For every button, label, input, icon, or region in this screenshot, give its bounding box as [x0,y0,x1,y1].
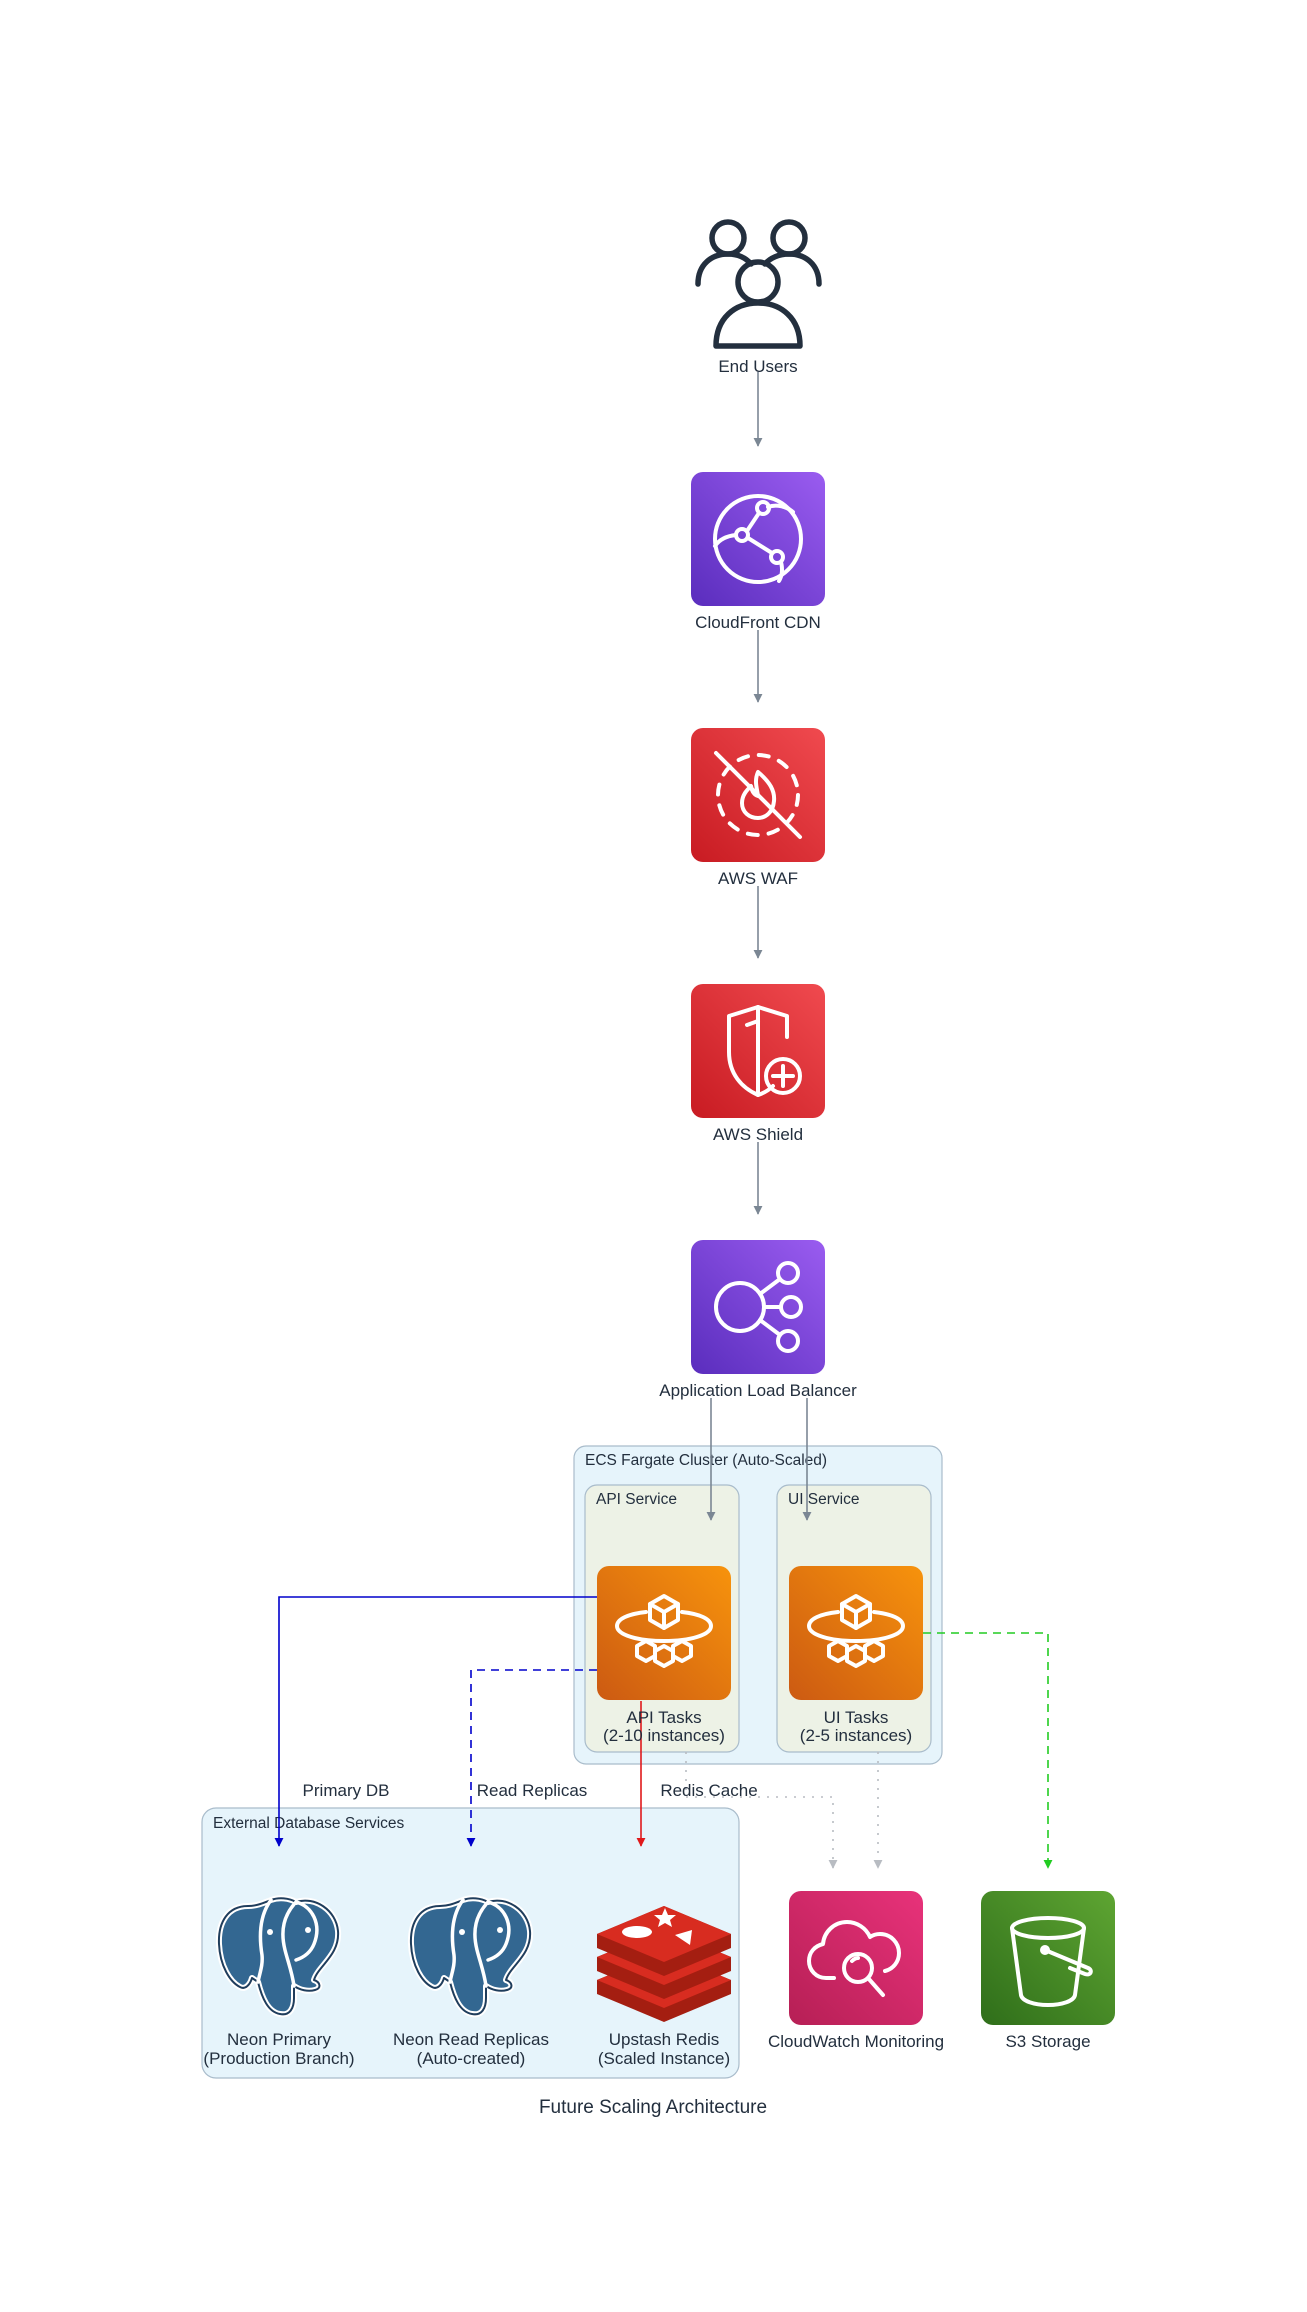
node-neon-replicas[interactable]: Neon Read Replicas (Auto-created) [393,1895,549,2068]
node-neon-replicas-label-line1: Neon Read Replicas [393,2030,549,2049]
redis-icon [597,1906,731,2022]
node-cloudwatch-label: CloudWatch Monitoring [768,2032,944,2051]
postgresql-icon [407,1895,534,2018]
waf-icon [714,751,802,839]
edges: Primary DB Read Replicas Redis Cache [274,372,1053,1869]
cloudfront-icon [713,494,803,584]
edge-api-neon-primary [274,1596,597,1847]
node-end-users-label: End Users [718,357,797,376]
node-alb[interactable]: Application Load Balancer [659,1240,857,1400]
fargate-icon [807,1594,905,1668]
postgresql-icon [215,1895,342,2018]
node-neon-primary[interactable]: Neon Primary (Production Branch) [203,1895,355,2068]
node-redis[interactable]: Upstash Redis (Scaled Instance) [597,1906,731,2068]
edge-ui-s3 [923,1632,1053,1869]
node-s3[interactable]: S3 Storage [981,1891,1115,2051]
users-icon [695,219,822,349]
edge-api-cloudwatch [685,1752,838,1869]
diagram-title: Future Scaling Architecture [539,2097,767,2118]
node-s3-label: S3 Storage [1005,2032,1090,2051]
edge-label-read-replicas: Read Replicas [477,1781,588,1800]
node-alb-label: Application Load Balancer [659,1381,857,1400]
node-cloudfront-label: CloudFront CDN [695,613,821,632]
node-ui-tasks[interactable]: UI Tasks (2-5 instances) [789,1566,923,1745]
s3-bucket-icon [1010,1916,1093,2007]
node-neon-primary-label-line2: (Production Branch) [203,2049,354,2068]
node-api-tasks[interactable]: API Tasks (2-10 instances) [597,1566,731,1745]
edge-api-neon-replicas [466,1669,597,1847]
node-redis-label-line2: (Scaled Instance) [598,2049,730,2068]
node-end-users[interactable]: End Users [695,219,822,376]
node-cloudwatch[interactable]: CloudWatch Monitoring [768,1891,944,2051]
cloudwatch-icon [807,1920,901,1997]
node-waf[interactable]: AWS WAF [691,728,825,888]
node-api-tasks-label-line1: API Tasks [626,1708,701,1727]
load-balancer-icon [714,1261,803,1353]
fargate-icon [615,1594,713,1668]
node-ui-tasks-label-line1: UI Tasks [824,1708,889,1727]
node-api-tasks-label-line2: (2-10 instances) [603,1726,725,1745]
node-shield[interactable]: AWS Shield [691,984,825,1144]
node-redis-label-line1: Upstash Redis [609,2030,720,2049]
shield-icon [727,1005,802,1097]
node-ui-tasks-label-line2: (2-5 instances) [800,1726,912,1745]
node-cloudfront[interactable]: CloudFront CDN [691,472,825,632]
node-waf-label: AWS WAF [718,869,798,888]
cluster-ecs-label: ECS Fargate Cluster (Auto-Scaled) [585,1452,827,1469]
edge-label-primary-db: Primary DB [303,1781,390,1800]
cluster-external-db-label: External Database Services [213,1815,405,1832]
node-shield-label: AWS Shield [713,1125,803,1144]
node-neon-replicas-label-line2: (Auto-created) [417,2049,526,2068]
edge-label-redis-cache: Redis Cache [660,1781,757,1800]
node-neon-primary-label-line1: Neon Primary [227,2030,331,2049]
cluster-api-service-label: API Service [596,1491,677,1508]
cluster-ui-service-label: UI Service [788,1491,860,1508]
